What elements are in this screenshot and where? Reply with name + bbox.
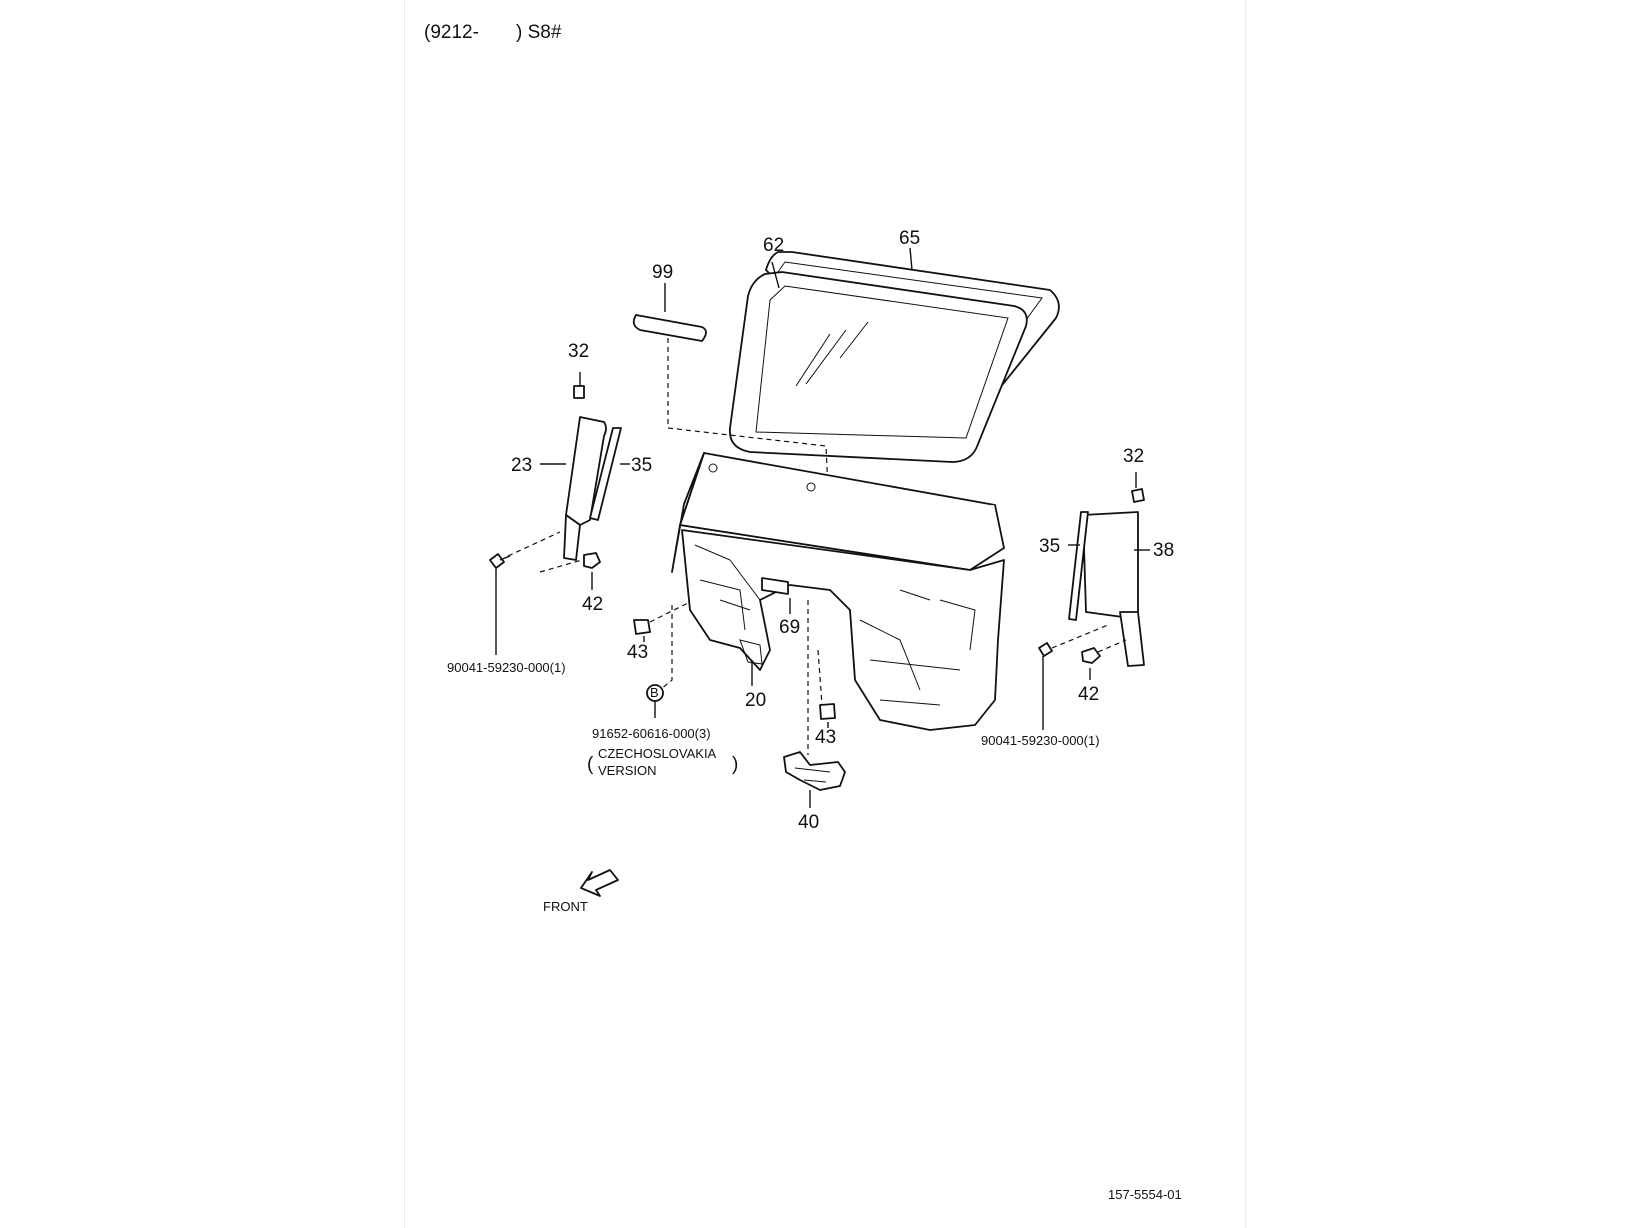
callout-32-left: 32 (568, 341, 589, 362)
callout-35-right: 35 (1039, 536, 1060, 557)
callout-69: 69 (779, 617, 800, 638)
date-code: (9212- (424, 22, 479, 43)
rear-window-glass-62 (728, 271, 1028, 463)
callout-65: 65 (899, 228, 920, 249)
callout-42-right: 42 (1078, 684, 1099, 705)
drawing-number: 157-5554-01 (1108, 1187, 1182, 1202)
callout-62: 62 (763, 235, 784, 256)
fastener-43-left (633, 619, 651, 635)
clip-32-right (1131, 488, 1145, 503)
close-paren: ) (732, 754, 738, 775)
back-door-panel-20 (671, 452, 1005, 731)
clip-42-left (583, 552, 601, 569)
striker-40 (783, 751, 846, 791)
clip-42-right (1081, 647, 1101, 664)
part-number-clip-czech: 91652-60616-000(3) (592, 726, 711, 741)
weatherstrip-35-right (1068, 511, 1089, 621)
callout-38: 38 (1153, 540, 1174, 561)
callout-23: 23 (511, 455, 532, 476)
callout-99: 99 (652, 262, 673, 283)
garnish-99 (632, 314, 707, 342)
callout-43-left: 43 (627, 642, 648, 663)
part-number-bolt-left: 90041-59230-000(1) (447, 660, 566, 675)
callout-35-left: 35 (631, 455, 652, 476)
clip-symbol-letter: B (650, 685, 659, 700)
front-arrow-icon (580, 869, 619, 897)
callout-32-right: 32 (1123, 446, 1144, 467)
callout-20: 20 (745, 690, 766, 711)
clip-32-left (573, 385, 585, 399)
pillar-trim-23 (563, 416, 607, 561)
model-code: ) S8# (516, 22, 562, 43)
bolt-right (1038, 642, 1053, 657)
fastener-43-center (819, 703, 836, 720)
part-number-bolt-right: 90041-59230-000(1) (981, 733, 1100, 748)
open-paren: ( (587, 754, 594, 775)
czech-note-line1: CZECHOSLOVAKIA (598, 746, 717, 761)
clip-symbol-czech: B (646, 684, 664, 702)
front-label: FRONT (543, 899, 588, 914)
callout-40: 40 (798, 812, 819, 833)
pillar-trim-38 (1082, 511, 1145, 667)
czech-note-line2: VERSION (598, 763, 657, 778)
callout-43-center: 43 (815, 727, 836, 748)
weatherstrip-35-left (589, 427, 622, 521)
bolt-left (489, 553, 511, 569)
callout-42-left: 42 (582, 594, 603, 615)
